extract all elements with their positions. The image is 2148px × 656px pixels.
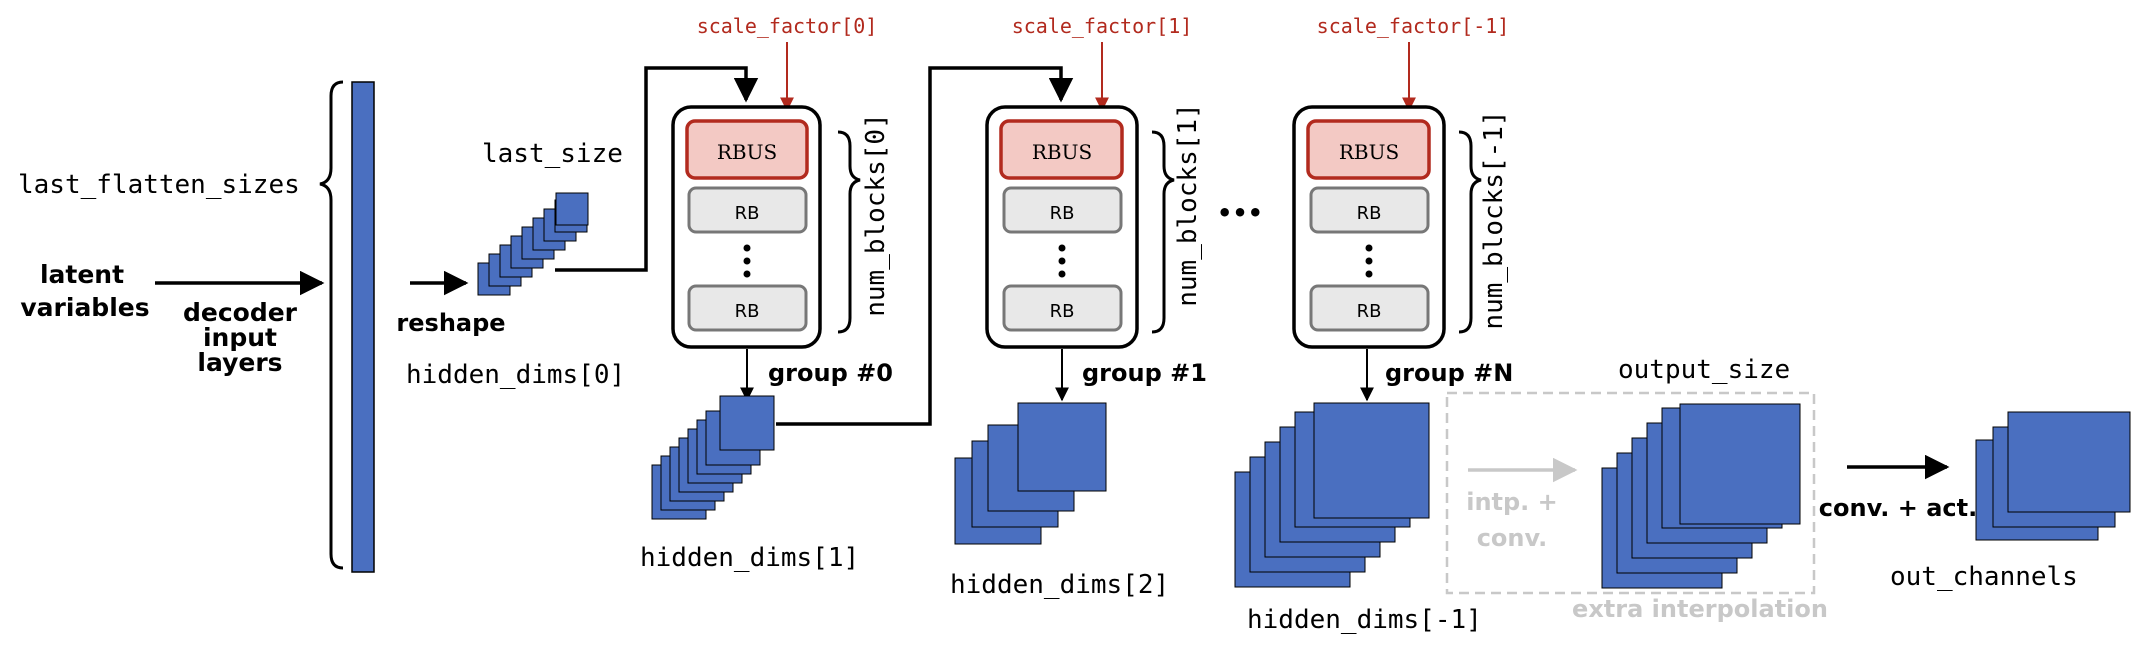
- group-1-num-blocks-label: num_blocks[1]: [1173, 103, 1203, 307]
- group-0-rbus-label: RBUS: [717, 140, 777, 164]
- group-1-rb-top-label: RB: [1050, 203, 1075, 224]
- tensor-stack-last-size: [477, 192, 589, 296]
- hidden-dims-2-label: hidden_dims[2]: [950, 570, 1169, 600]
- group-1-rb-bottom: [1002, 284, 1123, 332]
- scale-factor-1-label: scale_factor[1]: [1012, 14, 1193, 38]
- group-0-rb-bottom: [687, 284, 808, 332]
- group-1-rb-bottom-label: RB: [1050, 301, 1075, 322]
- group-0-num-blocks-brace: [837, 130, 861, 334]
- group-n-vertical-ellipsis: [1365, 244, 1373, 278]
- group-n-rbus-block: [1306, 119, 1431, 180]
- group-n-num-blocks-brace: [1458, 130, 1482, 334]
- group-0-num-blocks-label: num_blocks[0]: [861, 113, 891, 317]
- latent-variables-label-line2: variables: [20, 293, 149, 322]
- group-n-rb-bottom-label: RB: [1357, 301, 1382, 322]
- group-n-rbus-label: RBUS: [1339, 140, 1399, 164]
- latent-variables-label-line1: latent: [40, 260, 124, 289]
- connector-to-group-0: [555, 66, 759, 272]
- group-1-rbus-label: RBUS: [1032, 140, 1092, 164]
- conv-act-label: conv. + act.: [1819, 494, 1977, 522]
- group-0-rb-top-label: RB: [735, 203, 760, 224]
- flatten-vector: [351, 81, 375, 573]
- group-0-vertical-ellipsis: [743, 244, 751, 278]
- tensor-stack-out-channels: [1975, 411, 2131, 541]
- group-n-num-blocks-label: num_blocks[-1]: [1479, 110, 1509, 329]
- output-size-label: output_size: [1618, 355, 1790, 385]
- group-1-num-blocks-brace: [1151, 130, 1175, 334]
- tensor-stack-hidden-dims-last: [1234, 402, 1430, 588]
- groups-ellipsis: •••: [1217, 199, 1263, 227]
- reshape-label: reshape: [396, 309, 505, 337]
- interp-label-line1: intp. +: [1466, 488, 1558, 516]
- group-0-rb-top: [687, 186, 808, 234]
- group-n-label: group #N: [1385, 359, 1513, 387]
- decoder-input-label-line1: decoder: [183, 298, 298, 327]
- decoder-input-label-line2: input: [203, 323, 277, 352]
- tensor-stack-output-size: [1601, 403, 1801, 589]
- extra-interpolation-box: [1445, 391, 1816, 595]
- group-1-vertical-ellipsis: [1058, 244, 1066, 278]
- flatten-brace: [319, 80, 344, 570]
- extra-interpolation-label: extra interpolation: [1572, 595, 1828, 623]
- group-0-rb-bottom-label: RB: [735, 301, 760, 322]
- last-size-label: last_size: [482, 139, 623, 169]
- group-n-rb-top-label: RB: [1357, 203, 1382, 224]
- hidden-dims-last-label: hidden_dims[-1]: [1247, 605, 1482, 635]
- tensor-stack-hidden-dims-1: [651, 395, 775, 520]
- group-1-rbus-block: [999, 119, 1124, 180]
- scale-factor-0-label: scale_factor[0]: [697, 14, 878, 38]
- out-channels-label: out_channels: [1890, 562, 2078, 592]
- scale-factor-n-label: scale_factor[-1]: [1317, 14, 1510, 38]
- interp-label-line2: conv.: [1477, 524, 1548, 552]
- group-n-rb-bottom: [1309, 284, 1430, 332]
- group-n-rb-top: [1309, 186, 1430, 234]
- last-flatten-sizes-label: last_flatten_sizes: [18, 170, 300, 200]
- group-0-rbus-block: [685, 119, 809, 180]
- connector-to-group-1: [776, 66, 1074, 426]
- hidden-dims-1-label: hidden_dims[1]: [640, 543, 859, 573]
- decoder-input-label-line3: layers: [197, 348, 282, 377]
- group-1-rb-top: [1002, 186, 1123, 234]
- group-0-label: group #0: [768, 359, 893, 387]
- group-1-label: group #1: [1082, 359, 1207, 387]
- hidden-dims-0-label: hidden_dims[0]: [406, 360, 625, 390]
- tensor-stack-hidden-dims-2: [954, 402, 1107, 545]
